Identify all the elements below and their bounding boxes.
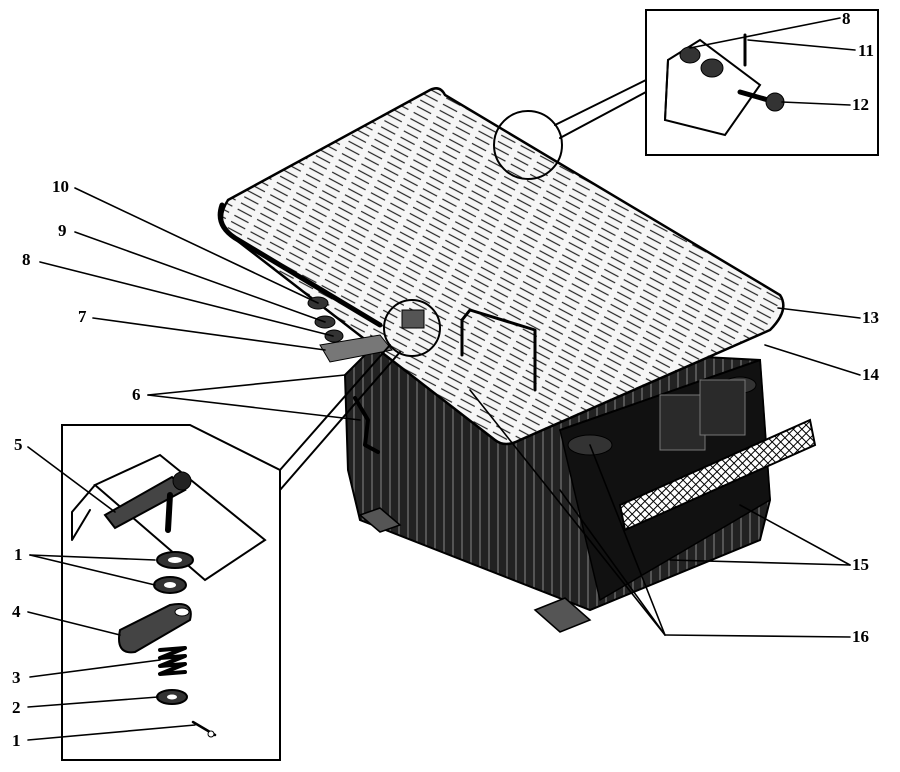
label-13: 13 <box>862 308 879 327</box>
label-15: 15 <box>852 555 869 574</box>
label-2: 2 <box>12 698 21 717</box>
label-7: 7 <box>78 307 87 326</box>
label-10: 10 <box>52 177 69 196</box>
lower-detail-inset <box>61 424 281 761</box>
label-9: 9 <box>58 221 67 240</box>
mesh-strip <box>618 418 817 532</box>
label-16: 16 <box>852 627 869 646</box>
label-1-lower: 1 <box>12 731 21 750</box>
label-4: 4 <box>12 602 21 621</box>
label-14: 14 <box>862 365 880 384</box>
battery-lid <box>217 87 785 446</box>
base-runners <box>358 507 592 633</box>
label-12: 12 <box>852 95 869 114</box>
detail-circle-lower <box>383 299 441 357</box>
leader-lines <box>27 17 861 741</box>
detail-circle-upper <box>493 110 563 180</box>
label-11: 11 <box>858 41 874 60</box>
inset-connectors <box>279 79 647 491</box>
label-8-left: 8 <box>22 250 31 269</box>
label-8-right: 8 <box>842 9 851 28</box>
upper-detail-inset <box>645 9 879 156</box>
label-5: 5 <box>14 435 23 454</box>
label-1-upper: 1 <box>14 545 23 564</box>
label-6: 6 <box>132 385 141 404</box>
label-3: 3 <box>12 668 21 687</box>
callout-labels: 1 4 3 2 1 5 6 7 8 9 10 8 11 12 13 14 15 … <box>12 9 880 750</box>
